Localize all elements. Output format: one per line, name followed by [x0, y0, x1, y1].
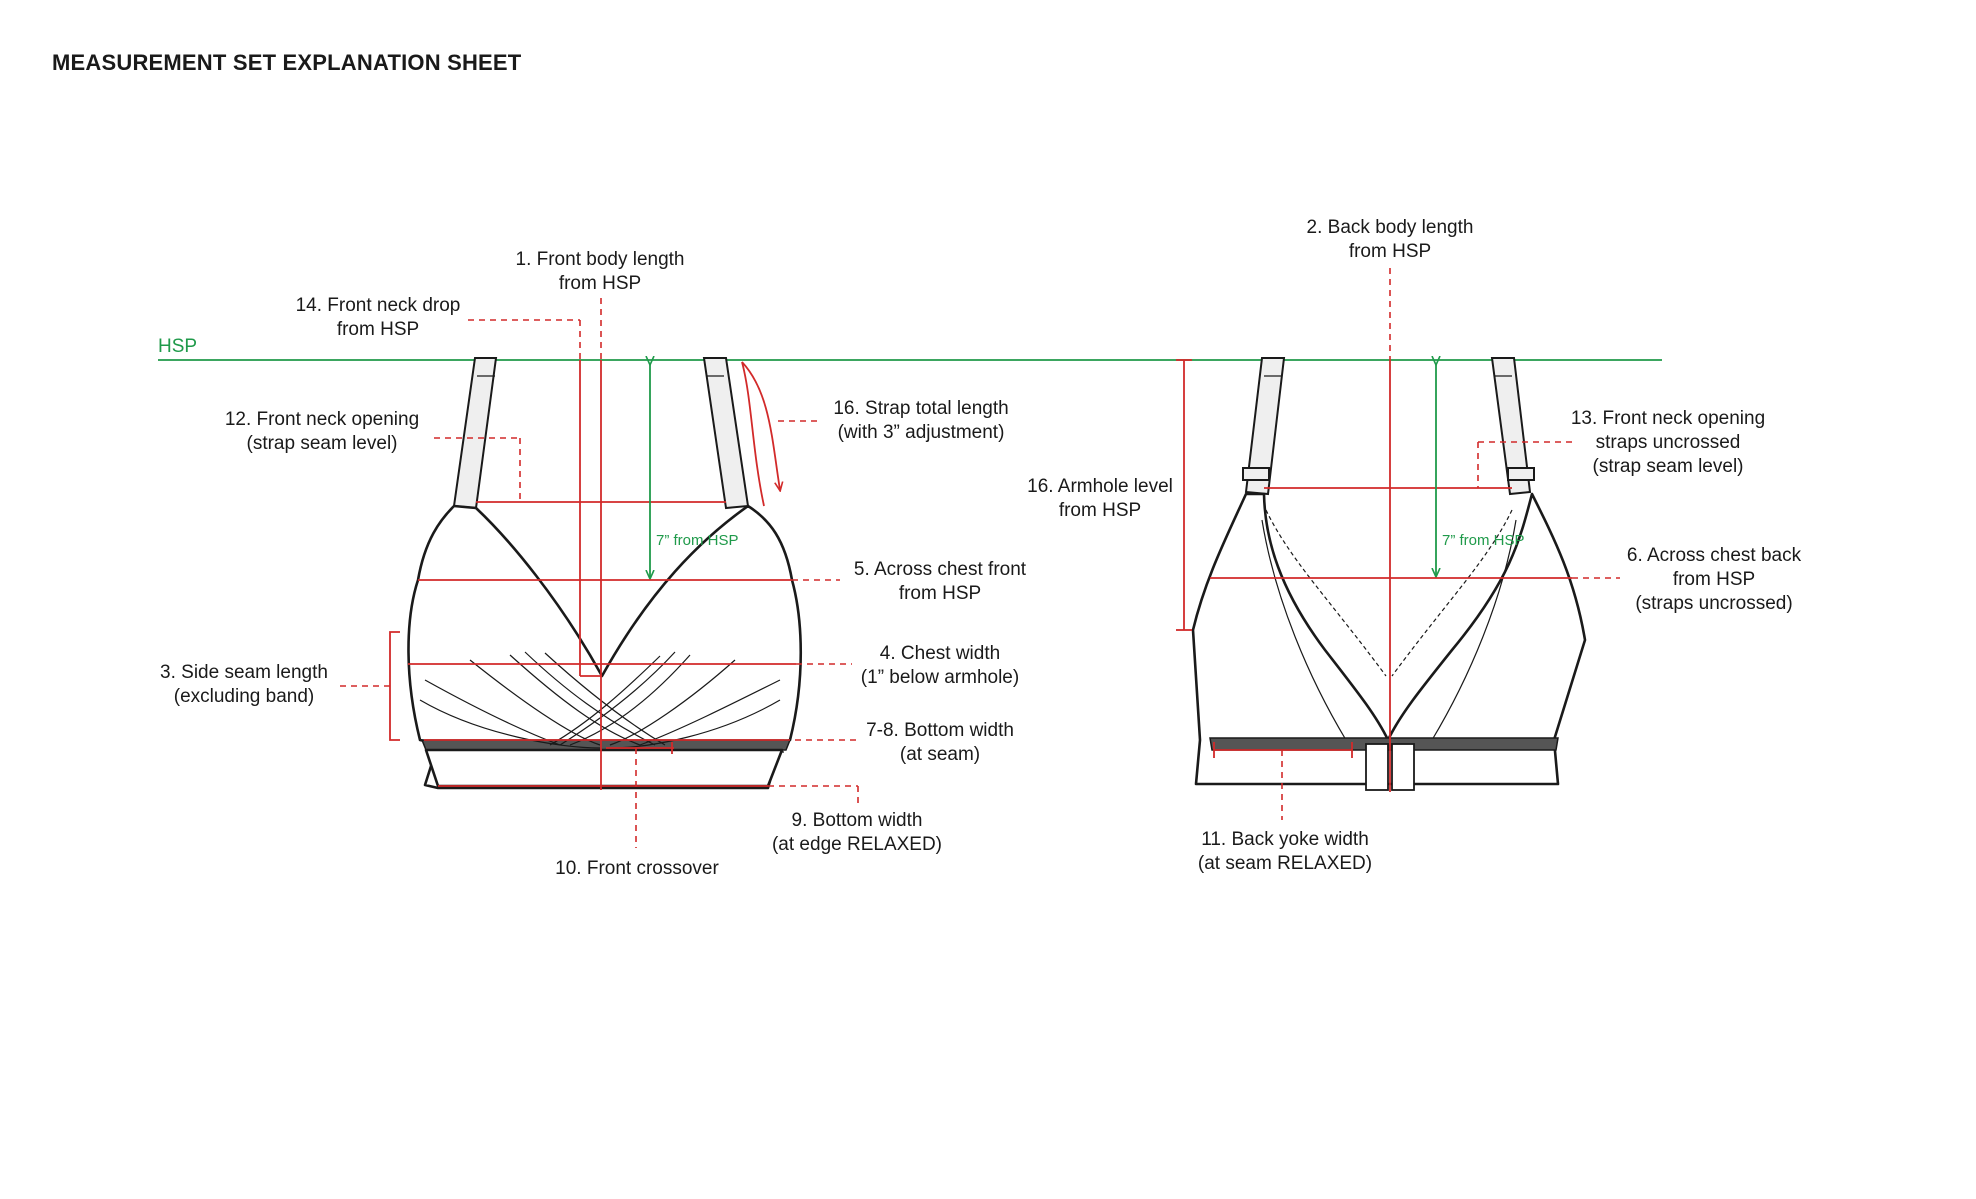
label-m5-line2: from HSP: [899, 583, 981, 604]
label-m1-line2: from HSP: [559, 273, 641, 294]
label-m6-line2: from HSP: [1673, 569, 1755, 590]
label-m16a-line2: (with 3” adjustment): [838, 422, 1005, 443]
back-bra-body: [1191, 492, 1587, 786]
back-bra-drawing: [1191, 357, 1587, 791]
green-note-front: 7” from HSP: [656, 532, 739, 549]
hsp-label: HSP: [158, 336, 197, 357]
label-m3-line1: 3. Side seam length: [160, 662, 328, 683]
label-m13-line2: straps uncrossed: [1596, 432, 1741, 453]
label-m2-line1: 2. Back body length: [1307, 217, 1474, 238]
label-m5-line1: 5. Across chest front: [854, 559, 1027, 580]
label-m4-line2: (1” below armhole): [861, 667, 1019, 688]
front-left-strap: [452, 357, 498, 510]
label-m6-line1: 6. Across chest back: [1627, 545, 1802, 566]
label-m13-line1: 13. Front neck opening: [1571, 408, 1765, 429]
label-m16b-line1: 16. Armhole level: [1027, 476, 1173, 497]
label-m16b-line2: from HSP: [1059, 500, 1141, 521]
label-m11-line2: (at seam RELAXED): [1198, 853, 1372, 874]
back-measurement-lines: [1176, 268, 1620, 820]
label-m1-line1: 1. Front body length: [516, 249, 685, 270]
label-m9-line2: (at edge RELAXED): [772, 834, 942, 855]
label-m78-line2: (at seam): [900, 744, 980, 765]
back-right-strap: [1490, 357, 1532, 496]
label-m4-line1: 4. Chest width: [880, 643, 1000, 664]
label-m16a-line1: 16. Strap total length: [833, 398, 1008, 419]
label-m12-line2: (strap seam level): [247, 433, 398, 454]
page-title: MEASUREMENT SET EXPLANATION SHEET: [52, 50, 522, 75]
back-clasp-left: [1365, 743, 1389, 791]
label-m10: 10. Front crossover: [555, 858, 719, 879]
back-left-strap: [1244, 357, 1286, 496]
label-m14-line1: 14. Front neck drop: [296, 295, 461, 316]
green-note-back: 7” from HSP: [1442, 532, 1525, 549]
label-m12-line1: 12. Front neck opening: [225, 409, 419, 430]
back-clasp-right: [1391, 743, 1415, 791]
label-m11-line1: 11. Back yoke width: [1201, 829, 1369, 850]
front-right-strap: [702, 357, 750, 510]
label-m13-line3: (strap seam level): [1593, 456, 1744, 477]
label-m78-line1: 7-8. Bottom width: [866, 720, 1014, 741]
label-m2-line2: from HSP: [1349, 241, 1431, 262]
measurement-labels: 1. Front body length from HSP 14. Front …: [160, 217, 1802, 879]
label-m9-line1: 9. Bottom width: [792, 810, 923, 831]
label-m3-line2: (excluding band): [174, 686, 314, 707]
front-measurement-lines: [340, 298, 860, 848]
label-m14-line2: from HSP: [337, 319, 419, 340]
front-bra-drawing: [407, 357, 802, 790]
label-m6-line3: (straps uncrossed): [1635, 593, 1792, 614]
